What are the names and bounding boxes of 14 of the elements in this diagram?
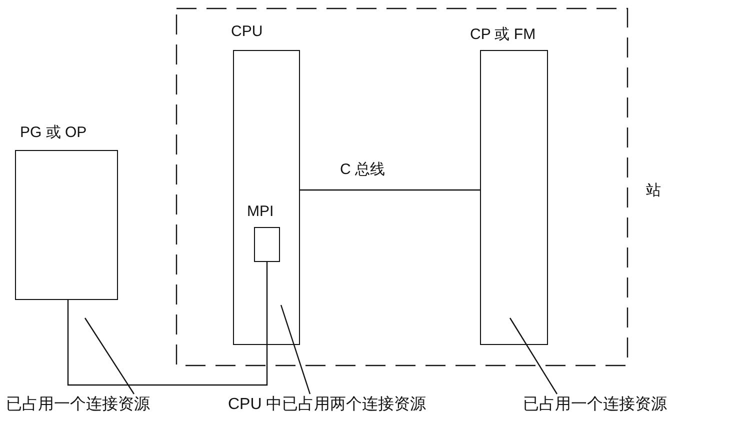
module-label: CP 或 FM [470,25,536,44]
note-text: 已占用一个连接资源 [6,394,150,415]
leader-line [84,318,134,394]
leader-line [280,304,311,394]
station-label: 站 [646,181,661,200]
leader-line [510,318,558,394]
port-label: MPI [247,203,274,220]
edge-label: C 总线 [340,160,385,179]
note-text: CPU 中已占用两个连接资源 [228,394,426,415]
bus-line [300,189,480,191]
device-label: PG 或 OP [20,123,87,142]
note-text: 已占用一个连接资源 [523,394,667,415]
cable-line [67,262,268,386]
module-label: CPU [231,23,263,40]
